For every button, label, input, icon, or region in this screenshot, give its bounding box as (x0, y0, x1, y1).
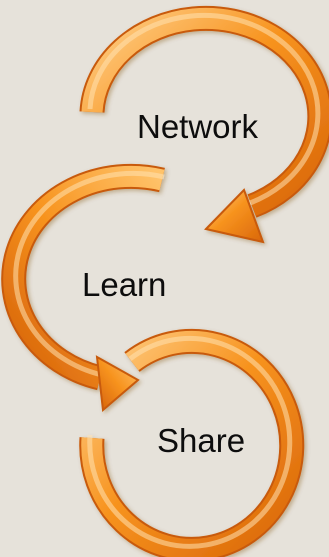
share-arrow (79, 328, 305, 557)
network-arrow (79, 5, 329, 244)
network-label: Network (137, 108, 259, 145)
learn-arrow (1, 163, 165, 412)
share-label: Share (157, 422, 246, 459)
learn-label: Learn (82, 266, 167, 303)
